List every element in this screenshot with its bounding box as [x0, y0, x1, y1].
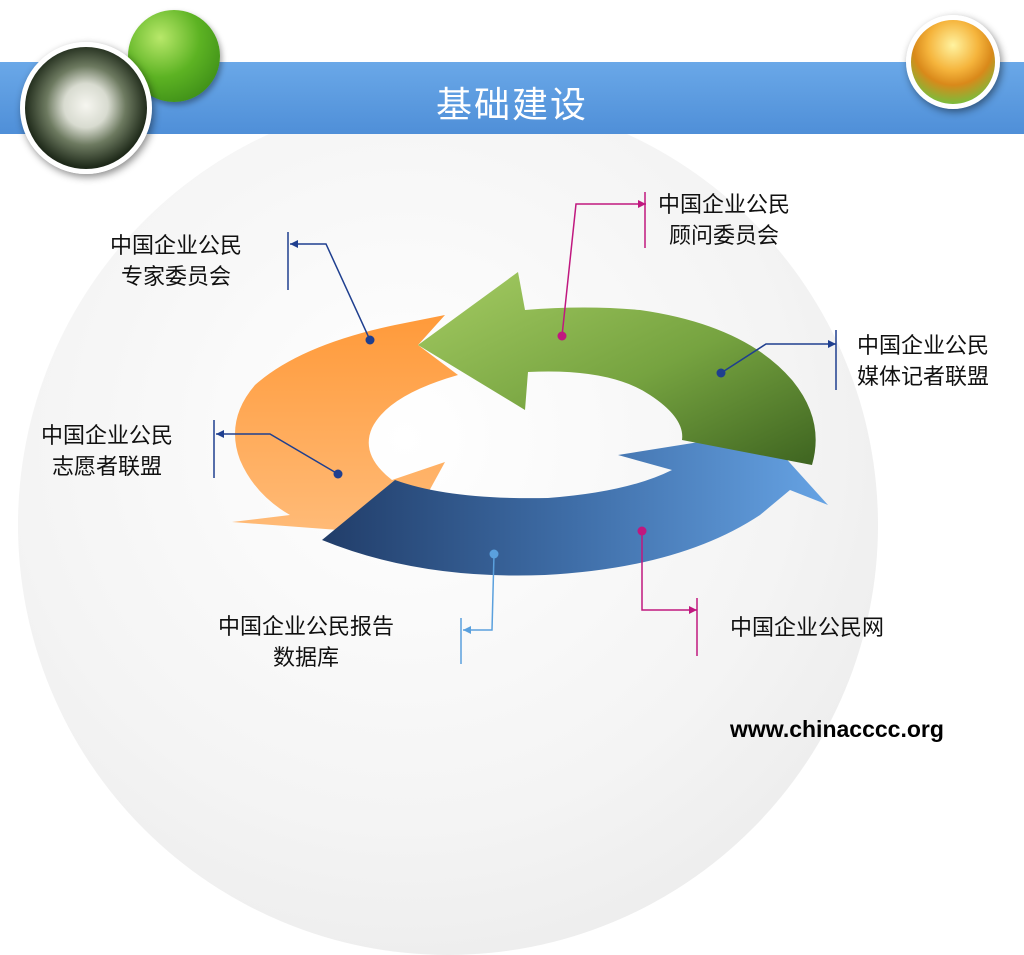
label-advisory-committee: 中国企业公民 顾问委员会	[658, 193, 791, 249]
callout-dot-report	[489, 549, 499, 559]
callout-dot-volunteer	[333, 469, 343, 479]
cycle-diagram	[213, 192, 837, 664]
page-title: 基础建设	[435, 85, 588, 126]
label-network: 中国企业公民网	[730, 616, 885, 641]
callout-line-advisory	[561, 203, 646, 337]
callout-line-media	[720, 343, 836, 374]
callout-line-report	[463, 553, 495, 631]
callout-line-network	[641, 531, 697, 611]
green-cycle-arrow	[418, 272, 816, 465]
label-report-database: 中国企业公民报告 数据库	[218, 615, 395, 671]
callout-arrowhead-media	[828, 340, 836, 348]
tulip-photo	[906, 15, 1000, 109]
callout-arrowhead-report	[463, 626, 471, 634]
blue-cycle-arrow	[322, 432, 828, 576]
callout-line-expert	[290, 243, 371, 341]
callout-arrowhead-volunteer	[216, 430, 224, 438]
label-media-journalist-alliance: 中国企业公民 媒体记者联盟	[857, 334, 990, 390]
callout-dot-media	[716, 368, 726, 378]
dandelion-photo	[20, 42, 152, 174]
callout-line-volunteer	[216, 433, 339, 475]
callout-arrowhead-expert	[290, 240, 298, 248]
callout-dot-network	[637, 526, 647, 536]
callout-dot-advisory	[557, 331, 567, 341]
orange-cycle-arrow	[232, 315, 458, 535]
label-expert-committee: 中国企业公民 专家委员会	[110, 234, 243, 290]
callout-arrowhead-advisory	[638, 200, 646, 208]
website-url: www.chinacccc.org	[730, 716, 944, 742]
label-volunteer-alliance: 中国企业公民 志愿者联盟	[41, 424, 174, 480]
callout-arrowhead-network	[689, 606, 697, 614]
callout-dot-expert	[365, 335, 375, 345]
